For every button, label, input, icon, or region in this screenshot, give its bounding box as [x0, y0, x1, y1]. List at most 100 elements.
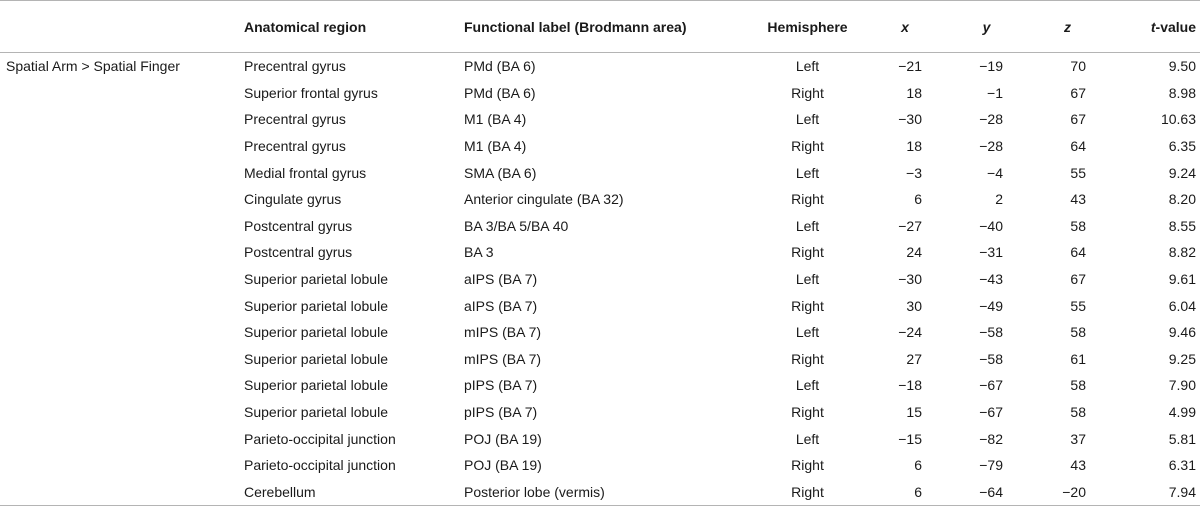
cell-t-value: 6.04: [1168, 297, 1196, 314]
cell-anatomical-region: Superior parietal lobule: [244, 271, 388, 288]
cell-functional-label: M1 (BA 4): [464, 111, 527, 128]
cell-anatomical-region: Superior frontal gyrus: [244, 84, 378, 101]
cell-y: −4: [987, 164, 1003, 181]
cell-y: −67: [979, 377, 1003, 394]
cell-contrast: [0, 80, 244, 107]
cell-x: 18: [906, 84, 922, 101]
cell-hemisphere: Left: [795, 430, 820, 447]
cell-t-value: 7.94: [1108, 478, 1200, 507]
cell-x: 6: [864, 478, 946, 507]
cell-x: −18: [898, 377, 922, 394]
table-row: Superior frontal gyrus PMd (BA 6) Right 18 −…: [0, 80, 1200, 107]
cell-functional-label: PMd (BA 6): [464, 58, 536, 75]
cell-t-value: 9.50: [1168, 58, 1196, 75]
cell-functional-label: M1 (BA 4): [464, 138, 527, 155]
cell-y: −19: [979, 58, 1003, 75]
cell-hemisphere: Right: [791, 457, 824, 474]
cell-z: 58: [1070, 324, 1086, 341]
cell-contrast: [0, 186, 244, 213]
cell-hemisphere: Left: [795, 324, 820, 341]
cell-z: 67: [1070, 84, 1086, 101]
cell-x: −30: [898, 271, 922, 288]
cell-t-value: 9.24: [1168, 164, 1196, 181]
cell-t-value: 8.82: [1168, 244, 1196, 261]
cell-contrast: [0, 399, 244, 426]
cell-x: −27: [898, 217, 922, 234]
cell-functional-label: aIPS (BA 7): [464, 297, 538, 314]
cell-x: 6: [914, 191, 922, 208]
cell-hemisphere: Right: [791, 244, 824, 261]
cell-anatomical-region: Superior parietal lobule: [244, 297, 388, 314]
cell-z: 55: [1070, 164, 1086, 181]
cell-anatomical-region: Cingulate gyrus: [244, 191, 342, 208]
cell-y: −28: [979, 111, 1003, 128]
cell-functional-label: BA 3: [464, 244, 494, 261]
header-anatomical-region: Anatomical region: [244, 0, 464, 53]
cell-anatomical-region: Precentral gyrus: [244, 111, 346, 128]
header-x: x: [864, 0, 946, 53]
cell-contrast: [0, 372, 244, 399]
cell-x: 27: [906, 350, 922, 367]
cell-hemisphere: Right: [791, 350, 824, 367]
results-table: Anatomical region Functional label (Brod…: [0, 0, 1200, 507]
cell-contrast: [0, 346, 244, 373]
cell-y: −28: [979, 138, 1003, 155]
cell-hemisphere: Left: [795, 58, 820, 75]
table-row: Postcentral gyrus BA 3 Right 24 −31 64 8.82: [0, 239, 1200, 266]
cell-t-value: 8.55: [1168, 217, 1196, 234]
cell-z: 55: [1070, 297, 1086, 314]
cell-x: 30: [906, 297, 922, 314]
cell-x: −15: [898, 430, 922, 447]
cell-y: −79: [979, 457, 1003, 474]
table-row: Superior parietal lobule aIPS (BA 7) Right…: [0, 292, 1200, 319]
cell-hemisphere: Right: [791, 191, 824, 208]
cell-y: −58: [979, 350, 1003, 367]
cell-contrast: [0, 425, 244, 452]
cell-anatomical-region: Superior parietal lobule: [244, 377, 388, 394]
cell-anatomical-region: Parieto-occipital junction: [244, 430, 396, 447]
cell-t-value: 9.46: [1168, 324, 1196, 341]
cell-anatomical-region: Medial frontal gyrus: [244, 164, 367, 181]
cell-functional-label: mIPS (BA 7): [464, 350, 542, 367]
cell-z: 64: [1070, 138, 1086, 155]
cell-y: −31: [979, 244, 1003, 261]
cell-anatomical-region: Parieto-occipital junction: [244, 457, 396, 474]
header-contrast: [0, 0, 244, 53]
cell-functional-label: mIPS (BA 7): [464, 324, 542, 341]
cell-hemisphere: Right: [791, 297, 824, 314]
cell-t-value: 9.25: [1168, 350, 1196, 367]
cell-x: 24: [906, 244, 922, 261]
cell-hemisphere: Left: [795, 271, 820, 288]
cell-x: −21: [898, 58, 922, 75]
cell-z: 43: [1070, 191, 1086, 208]
cell-anatomical-region: Superior parietal lobule: [244, 404, 388, 421]
cell-functional-label: pIPS (BA 7): [464, 404, 538, 421]
cell-z: 64: [1070, 244, 1086, 261]
cell-hemisphere: Right: [791, 84, 824, 101]
cell-y: −67: [979, 404, 1003, 421]
cell-y: −1: [987, 84, 1003, 101]
header-functional-label: Functional label (Brodmann area): [464, 0, 751, 53]
cell-functional-label: SMA (BA 6): [464, 164, 537, 181]
cell-t-value: 5.81: [1168, 430, 1196, 447]
cell-t-value: 10.63: [1160, 111, 1196, 128]
cell-functional-label: PMd (BA 6): [464, 84, 536, 101]
cell-contrast: [0, 213, 244, 240]
cell-anatomical-region: Postcentral gyrus: [244, 244, 353, 261]
cell-hemisphere: Right: [791, 404, 824, 421]
cell-y: 2: [995, 191, 1003, 208]
header-t-value: t-value: [1108, 0, 1200, 53]
cell-hemisphere: Left: [795, 164, 820, 181]
